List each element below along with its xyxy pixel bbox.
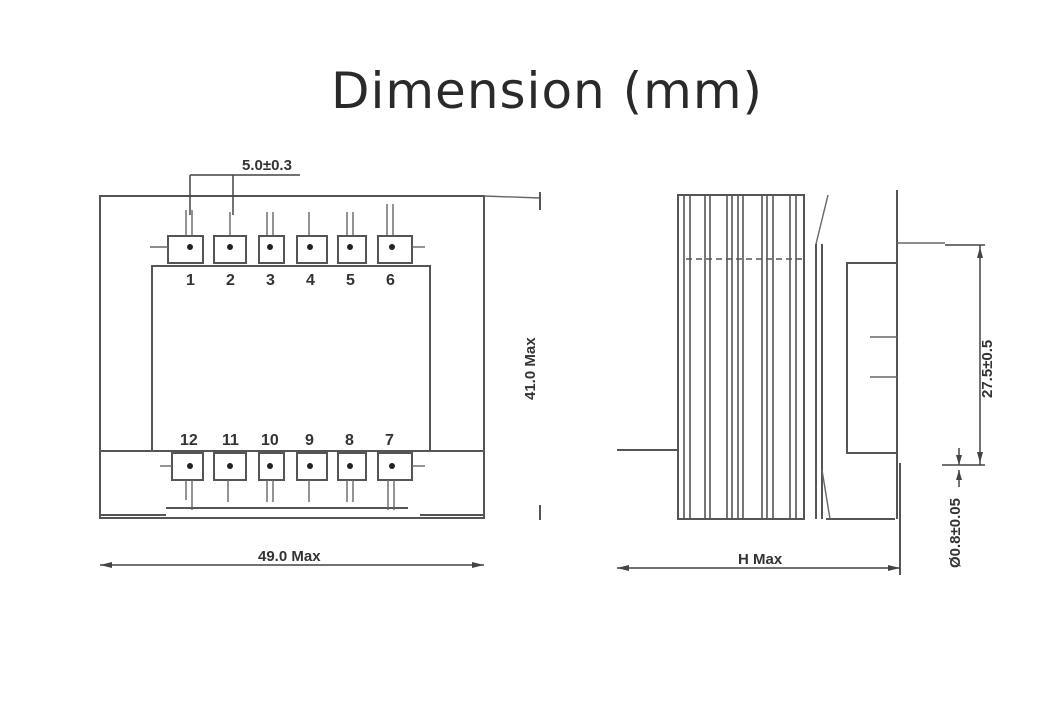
pin-label-12: 12 xyxy=(180,432,198,449)
bottom-pin-row xyxy=(160,452,425,510)
pin-label-3: 3 xyxy=(266,272,275,289)
pin-label-9: 9 xyxy=(305,432,314,449)
pin-label-6: 6 xyxy=(386,272,395,289)
pin-diameter-label: Ø0.8±0.05 xyxy=(947,498,964,568)
pin-label-7: 7 xyxy=(385,432,394,449)
bobbin-body xyxy=(151,265,431,452)
core-stack xyxy=(677,194,805,520)
pin-label-11: 11 xyxy=(222,432,239,449)
height-label: 41.0 Max xyxy=(522,337,539,400)
front-view: 5.0±0.3 1 2 3 4 5 6 12 1 xyxy=(99,157,541,568)
side-view: 27.5±0.5 Ø0.8±0.05 H Max xyxy=(617,190,996,575)
top-pin-row xyxy=(150,204,425,264)
outer-frame xyxy=(99,195,485,519)
pin-label-4: 4 xyxy=(306,272,315,289)
pin-row-spacing-label: 27.5±0.5 xyxy=(979,340,996,398)
diagram-title: Dimension (mm) xyxy=(330,62,764,120)
depth-label: H Max xyxy=(738,551,783,568)
pin-pitch-label: 5.0±0.3 xyxy=(242,157,292,174)
pin-housing xyxy=(846,262,898,454)
pin-label-5: 5 xyxy=(346,272,355,289)
pin-label-2: 2 xyxy=(226,272,235,289)
pin-label-10: 10 xyxy=(261,432,279,449)
pin-label-8: 8 xyxy=(345,432,354,449)
width-label: 49.0 Max xyxy=(258,548,321,565)
pin-label-1: 1 xyxy=(186,272,195,289)
